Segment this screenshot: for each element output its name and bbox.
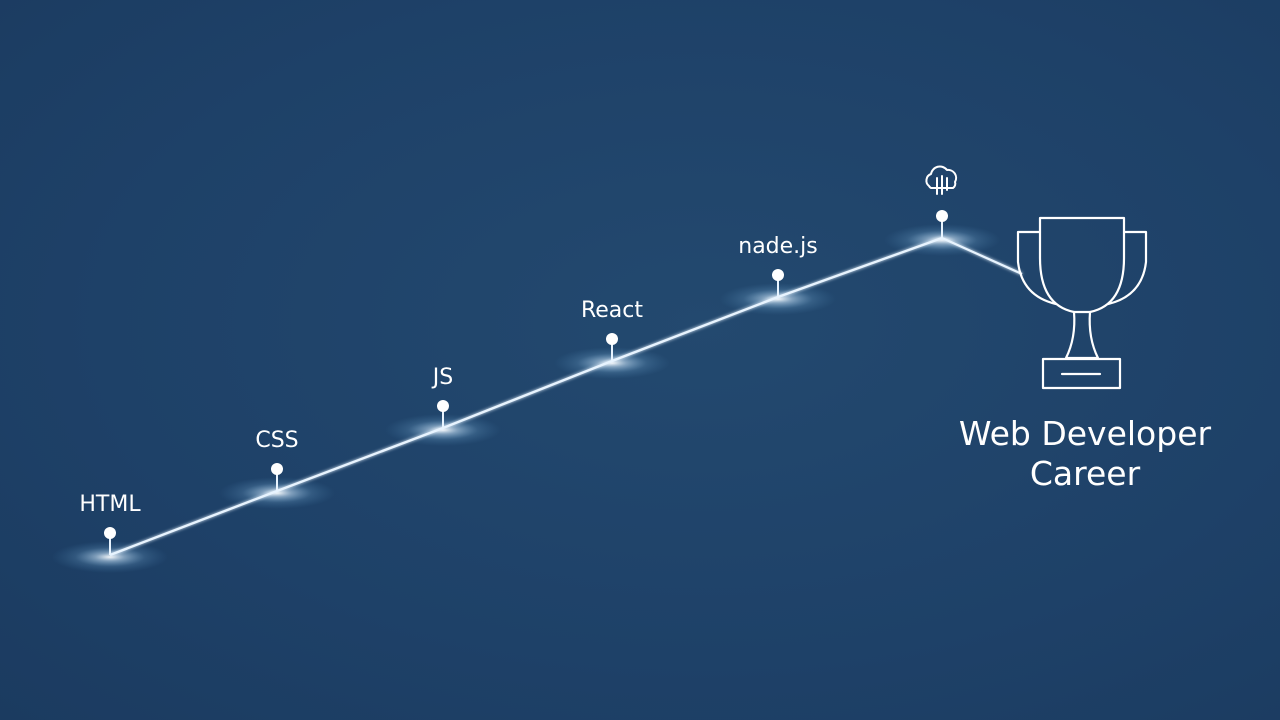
cloud-icon <box>925 165 958 195</box>
step-pin <box>104 527 116 539</box>
step-label: JS <box>431 365 453 390</box>
step-pin <box>271 463 283 475</box>
step-label: nade.js <box>738 234 818 259</box>
trophy-icon <box>1016 216 1148 390</box>
step-pin <box>772 269 784 281</box>
step-label: React <box>581 298 643 323</box>
goal-label: Web Developer Career <box>930 414 1240 494</box>
step-label: CSS <box>255 428 298 453</box>
goal-connector-line <box>941 236 1023 276</box>
step-label: HTML <box>79 492 141 517</box>
step-pin <box>606 333 618 345</box>
step-pin <box>437 400 449 412</box>
progress-path <box>109 236 943 557</box>
goal-label-line2: Career <box>1029 454 1141 493</box>
step-glow <box>52 541 168 573</box>
goal-label-line1: Web Developer <box>958 414 1212 453</box>
step-glow <box>554 347 670 379</box>
step-pin <box>936 210 948 222</box>
